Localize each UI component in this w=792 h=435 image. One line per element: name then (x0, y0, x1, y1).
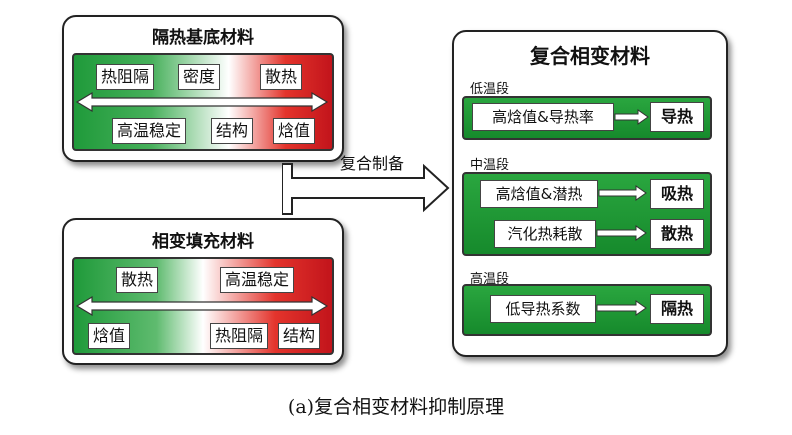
low-temp-stage: 高焓值&导热率 导热 (462, 96, 712, 140)
composite-material-title: 复合相变材料 (530, 44, 650, 68)
label-enthalpy: 焓值 (273, 118, 316, 144)
arrow-right-icon (596, 300, 647, 316)
double-arrow-icon (75, 296, 329, 316)
low-thermal-conductivity-box: 低导热系数 (490, 295, 596, 323)
arrow-right-icon (614, 109, 649, 125)
label-density: 密度 (178, 64, 221, 90)
figure-caption: (a)复合相变材料抑制原理 (287, 396, 505, 418)
label-enthalpy: 焓值 (88, 323, 131, 349)
double-arrow-icon (75, 92, 329, 112)
result-heat-dissipation: 散热 (650, 219, 704, 249)
high-enthalpy-latent-heat-box: 高焓值&潜热 (480, 180, 598, 208)
high-enthalpy-conductivity-box: 高焓值&导热率 (472, 103, 614, 131)
result-heat-insulation: 隔热 (650, 294, 704, 324)
composite-preparation-label: 复合制备 (340, 154, 405, 173)
mid-temp-stage: 高焓值&潜热 吸热 汽化热耗散 散热 (462, 172, 712, 256)
label-heat-dissipation: 散热 (116, 267, 159, 293)
label-structure: 结构 (278, 323, 321, 349)
insulation-substrate-panel: 隔热基底材料 热阻隔 密度 散热 高温稳定 结构 焓值 (62, 15, 344, 162)
phase-change-filler-title: 相变填充材料 (152, 232, 254, 252)
vaporization-heat-dissipation-box: 汽化热耗散 (494, 220, 596, 248)
composite-preparation-arrow-icon (282, 163, 450, 215)
high-temp-stage-label: 高温段 (470, 272, 510, 287)
property-gradient-bar: 热阻隔 密度 散热 高温稳定 结构 焓值 (72, 53, 334, 151)
property-gradient-bar: 散热 高温稳定 焓值 热阻隔 结构 (72, 257, 334, 355)
mid-temp-stage-label: 中温段 (470, 158, 510, 173)
low-temp-stage-label: 低温段 (470, 82, 510, 97)
label-high-temp-stability: 高温稳定 (112, 118, 187, 144)
label-thermal-resistance: 热阻隔 (96, 64, 155, 90)
arrow-right-icon (596, 225, 647, 241)
result-heat-absorption: 吸热 (650, 179, 704, 209)
phase-change-filler-panel: 相变填充材料 散热 高温稳定 焓值 热阻隔 结构 (62, 218, 344, 365)
result-heat-conduction: 导热 (650, 102, 704, 132)
arrow-right-icon (598, 185, 647, 201)
high-temp-stage: 低导热系数 隔热 (462, 284, 712, 336)
label-heat-dissipation: 散热 (260, 64, 303, 90)
composite-material-panel: 复合相变材料 低温段 高焓值&导热率 导热 中温段 高焓值&潜热 吸热 汽化热耗… (452, 30, 728, 357)
insulation-substrate-title: 隔热基底材料 (152, 28, 254, 48)
label-structure: 结构 (211, 118, 254, 144)
label-thermal-resistance: 热阻隔 (210, 323, 269, 349)
label-high-temp-stability: 高温稳定 (220, 267, 295, 293)
